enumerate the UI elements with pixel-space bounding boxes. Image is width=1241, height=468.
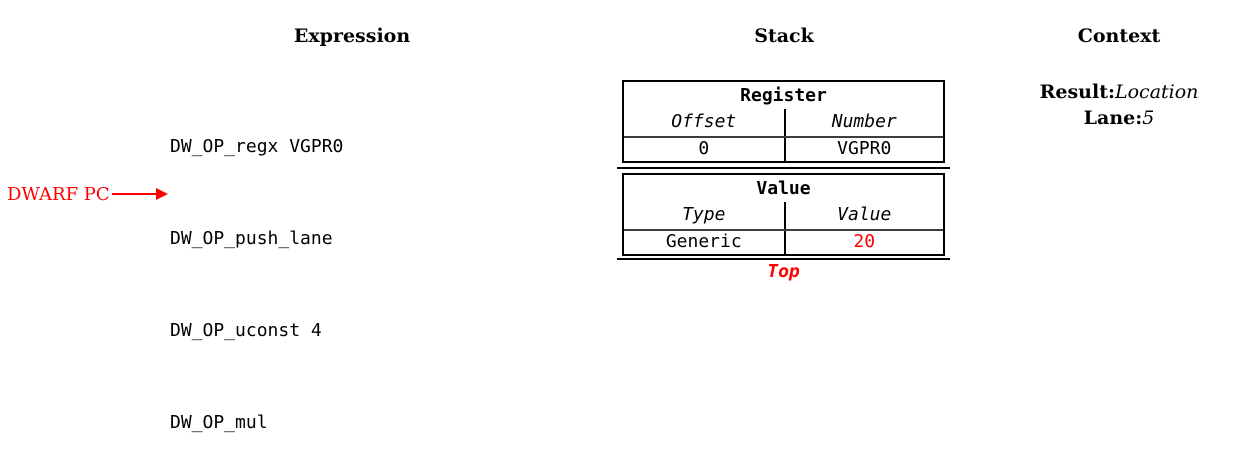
- register-number-value: VGPR0: [783, 138, 944, 161]
- dwarf-pc-arrow-icon: [155, 188, 168, 200]
- register-offset-header: Offset: [671, 111, 737, 132]
- expression-op: DW_OP_push_lane: [170, 227, 333, 249]
- expression-op: DW_OP_uconst 4: [170, 319, 322, 341]
- stack-entry-title: Value: [756, 178, 811, 199]
- expression-op: DW_OP_mul: [170, 411, 268, 433]
- lane-label: Lane:: [1083, 107, 1143, 129]
- result-label: Result:: [1039, 81, 1115, 103]
- context-lane-line: Lane:5: [1040, 105, 1199, 131]
- stack-entry-register: Register Offset Number 0 VGPR0: [622, 80, 945, 163]
- dwarf-pc-label: DWARF PC: [7, 183, 110, 205]
- value-column-headers: Type Value: [624, 202, 943, 229]
- dwarf-pc-pointer: DWARF PC: [7, 183, 168, 205]
- register-values-row: 0 VGPR0: [624, 136, 943, 161]
- value-type-header: Type: [682, 204, 726, 225]
- value-values-row: Generic 20: [624, 229, 943, 254]
- result-value: Location: [1114, 81, 1199, 103]
- register-number-header: Number: [783, 109, 944, 136]
- value-value-header: Value: [783, 202, 944, 229]
- value-type-value: Generic: [665, 231, 742, 252]
- stack-column-header: Stack: [754, 25, 814, 47]
- expression-op: DW_OP_regx VGPR0: [170, 136, 344, 158]
- lane-value: 5: [1142, 107, 1155, 129]
- context-result-line: Result:Location: [1040, 79, 1199, 105]
- stack-entry-title: Register: [740, 85, 827, 106]
- stack-top-marker: Top: [767, 261, 800, 282]
- expression-op-list: DW_OP_regx VGPR0 DW_OP_push_lane DW_OP_u…: [170, 71, 343, 468]
- stack-entry-value: Value Type Value Generic 20: [622, 173, 945, 256]
- dwarf-pc-arrow-shaft: [111, 193, 156, 195]
- register-column-headers: Offset Number: [624, 109, 943, 136]
- context-section: Result:Location Lane:5: [1040, 79, 1199, 131]
- expression-column-header: Expression: [293, 25, 411, 47]
- stack-separator-line: [617, 167, 950, 169]
- value-value-value: 20: [783, 231, 944, 254]
- register-offset-value: 0: [698, 138, 710, 159]
- stack-separator-line: [617, 258, 950, 260]
- context-column-header: Context: [1077, 25, 1161, 47]
